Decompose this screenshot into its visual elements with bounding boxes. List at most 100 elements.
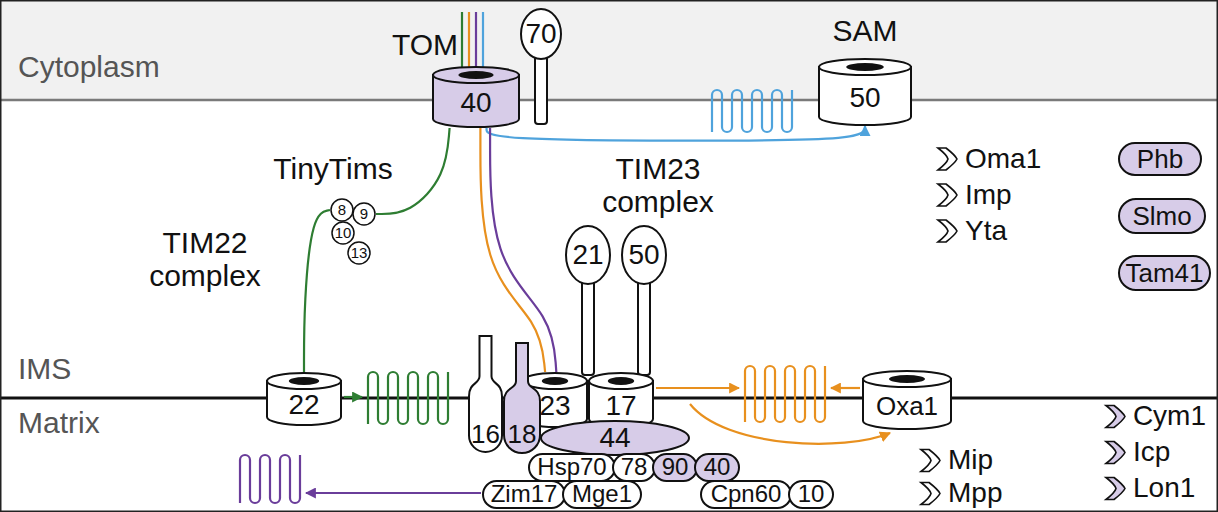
node-text: 78 — [621, 454, 648, 480]
shape-outline — [613, 454, 655, 481]
pore-mark — [608, 377, 634, 385]
anchored-protein: 18 — [503, 342, 541, 454]
matrix-protein — [240, 455, 300, 503]
text-holder: 16 — [468, 418, 503, 451]
shape-outline — [1106, 442, 1125, 464]
shape-outline — [535, 54, 547, 124]
protease-node: Yta — [935, 214, 1013, 248]
receptor-protein: 70 — [520, 8, 562, 125]
shape-outline — [563, 481, 641, 508]
region-label: IMS — [18, 352, 71, 385]
node-text: 40 — [704, 454, 731, 480]
text-holder: Oxa1 — [862, 383, 952, 430]
node-text: Lon1 — [1133, 473, 1195, 504]
anchored-protein: 16 — [468, 335, 503, 453]
text-holder: Tam41 — [1118, 255, 1211, 291]
shape-outline — [521, 9, 561, 59]
text-holder: 90 — [652, 453, 698, 482]
text-holder: Yta — [965, 214, 1013, 248]
node-text: 18 — [508, 420, 537, 449]
node-text: 90 — [662, 454, 689, 480]
shape-outline — [819, 59, 911, 75]
protease-node: Imp — [935, 178, 1018, 212]
node-text: Slmo — [1132, 202, 1191, 231]
region-label: Matrix — [18, 406, 100, 439]
import-pathway — [490, 128, 556, 372]
text-holder: 10 — [331, 221, 355, 245]
pore-mark — [458, 71, 493, 79]
protease-node: Mip — [918, 444, 999, 477]
shape-outline — [523, 373, 587, 389]
node-text: Yta — [965, 216, 1007, 247]
beta-barrel-protein — [712, 90, 792, 132]
node-text: 70 — [525, 19, 556, 50]
text-holder: 50 — [621, 225, 667, 285]
shape-outline — [695, 454, 739, 481]
protease-node: Mpp — [918, 477, 1008, 510]
text-holder: Phb — [1118, 142, 1202, 176]
region-label: TIM23 complex — [592, 152, 724, 218]
node-text: Cpn60 — [711, 481, 782, 507]
node-text: 10 — [335, 225, 352, 242]
pore-mark — [889, 375, 925, 383]
node-text: 13 — [351, 245, 368, 262]
shape-outline — [331, 199, 353, 221]
protein-pill: Tam41 — [1118, 255, 1211, 291]
tiny-tim-circle: 9 — [352, 202, 376, 226]
text-holder: Mip — [948, 444, 999, 477]
shape-outline — [1119, 256, 1210, 290]
import-pathway — [487, 126, 865, 141]
shape-outline — [638, 279, 650, 375]
text-holder: Icp — [1133, 436, 1176, 469]
shape-outline — [622, 226, 666, 284]
node-text: 9 — [360, 206, 368, 223]
pore-mark — [846, 63, 884, 71]
protease-node: Icp — [1103, 436, 1176, 469]
complex-cylinder: 17 — [588, 372, 654, 428]
text-holder: Hsp70 — [528, 453, 616, 482]
protease-node: Lon1 — [1103, 472, 1201, 505]
shape-outline — [353, 203, 375, 225]
cytoplasm-region — [0, 0, 1218, 100]
text-holder: Oma1 — [965, 142, 1047, 176]
precursor-line — [468, 12, 470, 74]
text-holder: 21 — [565, 225, 611, 285]
node-text: Icp — [1133, 437, 1170, 468]
node-text: Cym1 — [1133, 401, 1206, 432]
import-arrow — [344, 396, 362, 398]
precursor-line — [475, 12, 477, 74]
text-holder: Lon1 — [1133, 472, 1201, 505]
protein-pill: Zim17 — [482, 480, 566, 509]
tiny-tim-circle: 10 — [331, 221, 355, 245]
import-arrow — [690, 404, 890, 444]
text-holder: Slmo — [1118, 198, 1206, 234]
node-text: 40 — [460, 88, 491, 119]
text-holder: Cym1 — [1133, 400, 1212, 433]
node-text: 23 — [539, 391, 570, 422]
carrier-protein — [368, 372, 448, 424]
text-holder: 50 — [818, 71, 912, 126]
text-holder: 70 — [520, 8, 562, 60]
node-text: 10 — [798, 481, 825, 507]
receptor-protein: 21 — [565, 225, 611, 376]
shape-outline — [541, 421, 689, 455]
shape-outline — [483, 481, 565, 508]
complex-cylinder: 50 — [818, 58, 912, 126]
node-text: Mpp — [948, 478, 1002, 509]
protease-node: Oma1 — [935, 142, 1047, 176]
pore-mark — [542, 377, 568, 385]
shape-outline — [1106, 406, 1125, 428]
node-text: 8 — [338, 202, 346, 219]
region-label: SAM — [832, 14, 897, 47]
shape-outline — [938, 184, 957, 206]
node-text: Phb — [1137, 145, 1183, 174]
protein-pill: Mge1 — [562, 480, 642, 509]
shape-outline — [1106, 478, 1125, 500]
node-text: 17 — [605, 391, 636, 422]
shape-outline — [566, 226, 610, 284]
text-holder: Cpn60 — [700, 480, 792, 509]
shape-outline — [529, 454, 615, 481]
complex-cylinder: 40 — [432, 66, 520, 128]
precursor-line — [482, 12, 484, 74]
